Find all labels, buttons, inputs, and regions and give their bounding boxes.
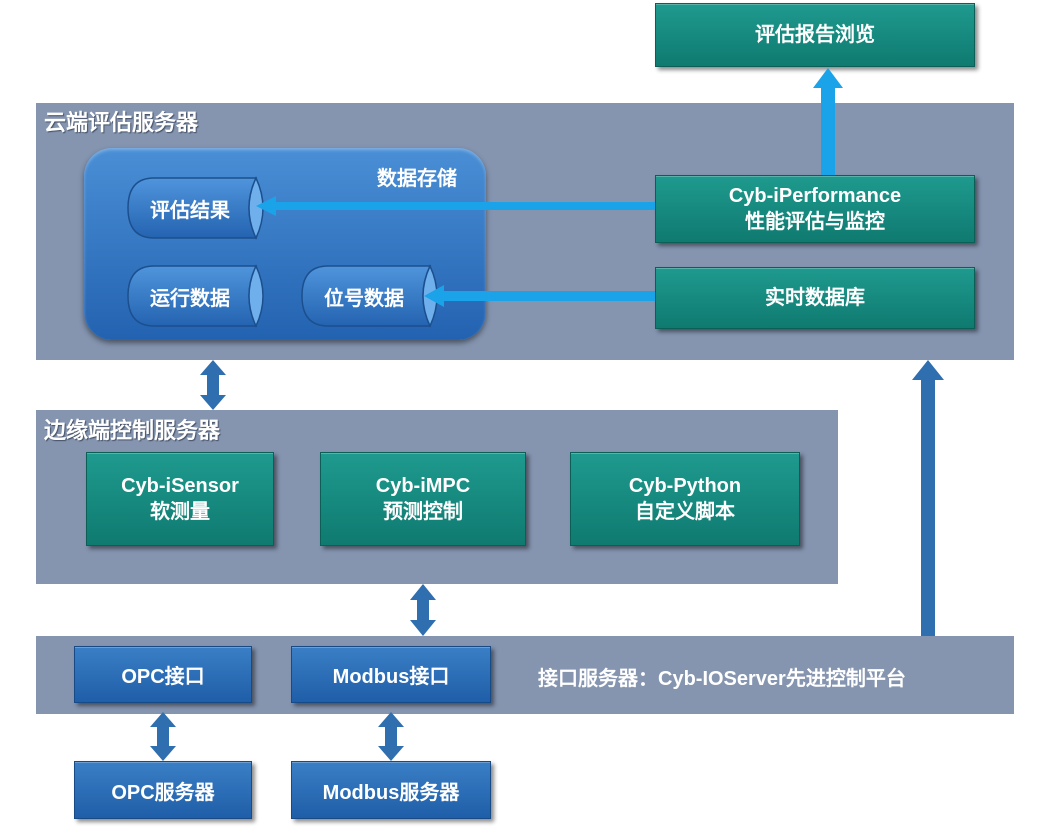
module-desc: 预测控制 [383,501,463,523]
opc-interface-label: OPC接口 [121,666,205,688]
data-storage-title: 数据存储 [377,168,457,190]
modbus-server-label: Modbus服务器 [322,781,460,804]
arrow-up-interface-to-cloud [912,360,944,636]
performance-line2: 性能评估与监控 [745,211,885,233]
module-desc: 自定义脚本 [635,501,735,523]
module-desc: 软测量 [150,501,210,523]
module-name: Cyb-Python [628,475,742,497]
storage-item-eval-results: 评估结果 [124,176,270,240]
database-shape-icon [301,264,438,328]
module-impc: Cyb-iMPC 预测控制 [320,452,526,546]
arrow-double-cloud-edge [200,360,226,410]
modbus-interface-label: Modbus接口 [332,666,450,688]
storage-item-label: 评估结果 [150,199,230,222]
edge-server-title: 边缘端控制服务器 [44,418,221,443]
report-browse-label: 评估报告浏览 [755,24,875,46]
realtime-db-box: 实时数据库 [655,267,975,329]
module-name: Cyb-iSensor [121,475,239,497]
module-python: Cyb-Python 自定义脚本 [570,452,800,546]
performance-box: Cyb-iPerformance 性能评估与监控 [655,175,975,243]
database-shape-icon [127,264,264,328]
opc-server-label: OPC服务器 [111,781,215,804]
interface-server-label: 接口服务器：Cyb-IOServer先进控制平台 [538,668,906,690]
cloud-server-title: 云端评估服务器 [44,110,199,135]
modbus-interface-box: Modbus接口 [291,646,491,703]
storage-item-tag-data: 位号数据 [298,264,444,328]
storage-item-label: 运行数据 [150,287,230,310]
arrow-left-to-tag-data [424,285,655,307]
opc-interface-box: OPC接口 [74,646,252,703]
arrow-double-edge-interface [410,584,436,636]
module-isensor: Cyb-iSensor 软测量 [86,452,274,546]
arrow-left-to-eval-results [256,196,655,216]
arrow-double-modbus [378,712,404,761]
performance-line1: Cyb-iPerformance [728,185,902,207]
module-name: Cyb-iMPC [375,475,471,497]
modbus-server-box: Modbus服务器 [291,761,491,819]
realtime-db-label: 实时数据库 [765,287,865,309]
storage-item-label: 位号数据 [324,287,404,310]
opc-server-box: OPC服务器 [74,761,252,819]
arrow-up-to-report [813,68,843,175]
storage-item-run-data: 运行数据 [124,264,270,328]
report-browse-box: 评估报告浏览 [655,3,975,67]
arrow-double-opc [150,712,176,761]
database-shape-icon [127,176,264,240]
